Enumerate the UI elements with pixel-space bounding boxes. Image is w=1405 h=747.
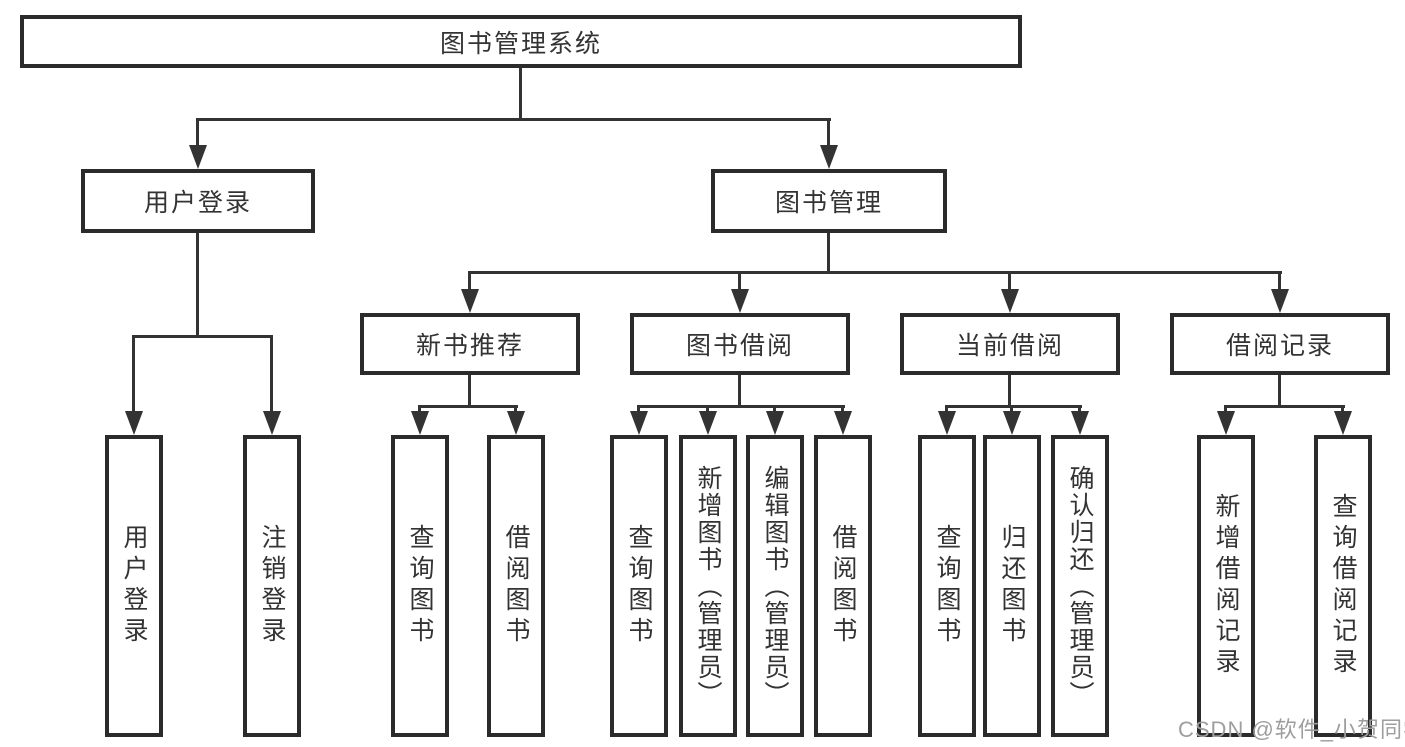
connector-line: [418, 405, 518, 408]
connector-line: [945, 405, 1082, 408]
leaf-edit-book-admin: 编辑图书（管理员）: [746, 435, 804, 737]
arrow-down-icon: [1001, 289, 1019, 313]
arrow-down-icon: [699, 411, 717, 435]
connector-line: [1224, 405, 1227, 413]
arrow-down-icon: [1334, 411, 1352, 435]
connector-line: [1008, 375, 1011, 408]
connector-line: [133, 335, 273, 338]
leaf-add-borrow-record: 新增借阅记录: [1197, 435, 1255, 737]
connector-line: [519, 68, 522, 118]
leaf-borrow-books-2: 借阅图书: [814, 435, 872, 737]
arrow-down-icon: [1217, 411, 1235, 435]
watermark-text: CSDN @软件_小贺同学: [1178, 717, 1405, 742]
connector-line: [827, 233, 830, 274]
node-book-borrow: 图书借阅: [630, 313, 850, 375]
arrow-down-icon: [938, 411, 956, 435]
connector-line: [706, 405, 709, 413]
arrow-down-icon: [263, 411, 281, 435]
arrow-down-icon: [507, 411, 525, 435]
connector-line: [468, 375, 471, 408]
connector-line: [196, 118, 199, 147]
connector-line: [197, 118, 831, 121]
arrow-down-icon: [1271, 289, 1289, 313]
arrow-down-icon: [834, 411, 852, 435]
node-borrow-records: 借阅记录: [1170, 313, 1390, 375]
leaf-borrow-books-1: 借阅图书: [487, 435, 545, 737]
arrow-down-icon: [189, 145, 207, 169]
leaf-query-books-1: 查询图书: [391, 435, 449, 737]
arrow-down-icon: [630, 411, 648, 435]
connector-line: [738, 271, 741, 291]
node-new-book-recommend: 新书推荐: [360, 313, 580, 375]
connector-line: [468, 271, 1282, 274]
node-current-borrow: 当前借阅: [900, 313, 1120, 375]
connector-line: [827, 118, 830, 147]
connector-line: [1341, 405, 1344, 413]
arrow-down-icon: [125, 411, 143, 435]
connector-line: [468, 271, 471, 291]
arrow-down-icon: [1003, 411, 1021, 435]
connector-line: [1278, 271, 1281, 291]
arrow-down-icon: [461, 289, 479, 313]
leaf-query-borrow-record: 查询借阅记录: [1314, 435, 1372, 737]
node-book-management: 图书管理: [711, 169, 947, 233]
arrow-down-icon: [411, 411, 429, 435]
connector-line: [514, 405, 517, 413]
arrow-down-icon: [731, 289, 749, 313]
connector-line: [841, 405, 844, 413]
connector-line: [418, 405, 421, 413]
connector-line: [132, 335, 135, 413]
connector-line: [270, 335, 273, 413]
connector-line: [1078, 405, 1081, 413]
connector-line: [196, 233, 199, 335]
node-library-management-system: 图书管理系统: [20, 15, 1022, 68]
arrow-down-icon: [820, 145, 838, 169]
arrow-down-icon: [1071, 411, 1089, 435]
leaf-user-login: 用户登录: [105, 435, 163, 737]
connector-line: [1010, 405, 1013, 413]
connector-line: [945, 405, 948, 413]
node-user-login: 用户登录: [81, 169, 315, 233]
connector-line: [1224, 405, 1345, 408]
leaf-confirm-return-admin: 确认归还（管理员）: [1051, 435, 1109, 737]
leaf-logout: 注销登录: [243, 435, 301, 737]
connector-line: [773, 405, 776, 413]
leaf-query-books-3: 查询图书: [918, 435, 976, 737]
connector-line: [738, 375, 741, 408]
leaf-query-books-2: 查询图书: [610, 435, 668, 737]
connector-line: [1008, 271, 1011, 291]
connector-line: [1278, 375, 1281, 408]
leaf-return-books: 归还图书: [983, 435, 1041, 737]
arrow-down-icon: [766, 411, 784, 435]
connector-line: [637, 405, 640, 413]
connector-line: [637, 405, 845, 408]
leaf-add-book-admin: 新增图书（管理员）: [679, 435, 737, 737]
